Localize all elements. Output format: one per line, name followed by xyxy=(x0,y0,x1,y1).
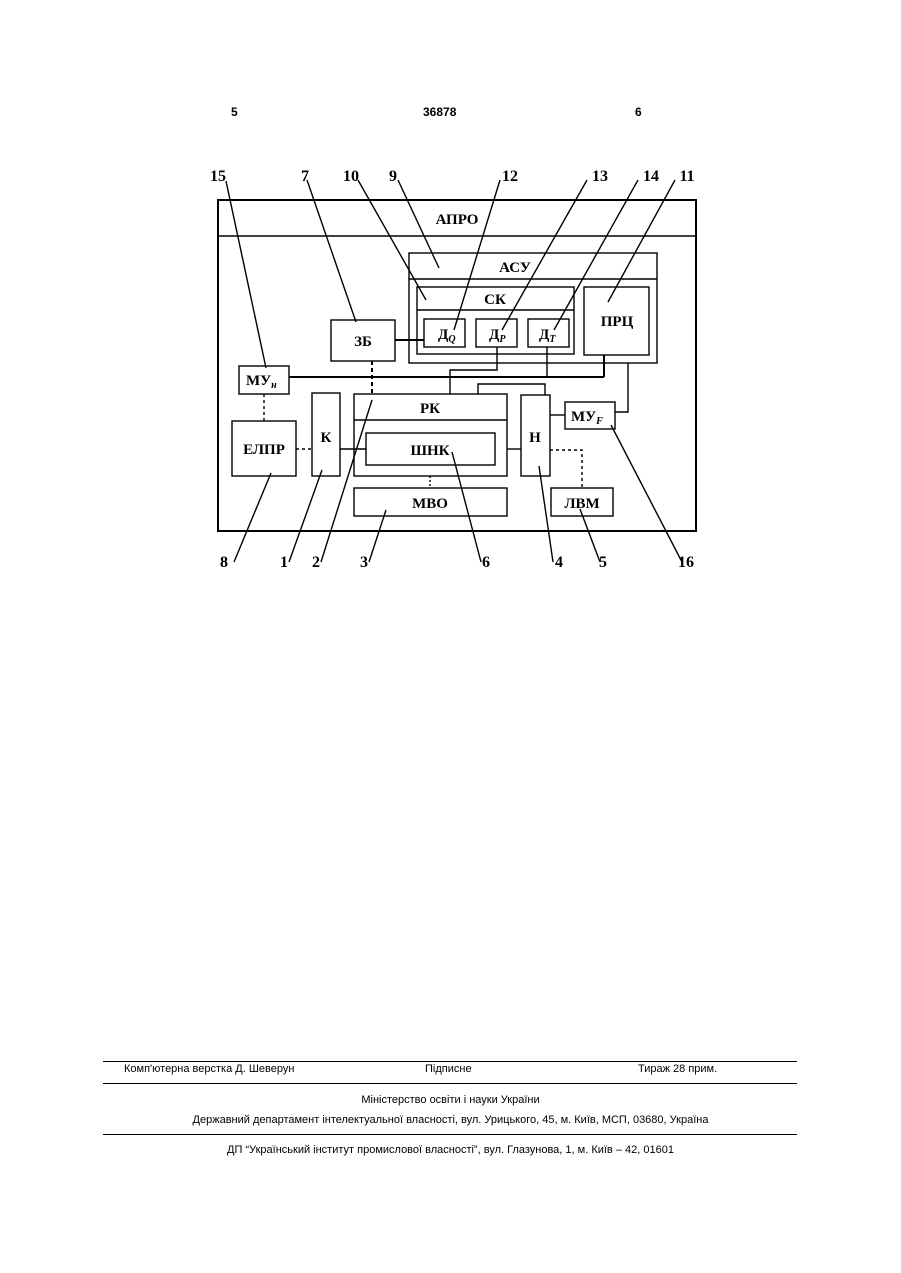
lvm-label: ЛВМ xyxy=(564,496,599,512)
zb-label: ЗБ xyxy=(354,334,372,350)
leader-15 xyxy=(226,181,266,368)
ref-1: 1 xyxy=(280,554,288,571)
ref-11: 11 xyxy=(679,168,694,185)
leader-14 xyxy=(554,180,638,330)
ref-4: 4 xyxy=(555,554,563,571)
leader-16 xyxy=(611,425,682,562)
ref-13: 13 xyxy=(592,168,608,185)
leader-10 xyxy=(358,180,426,300)
circulation-note: Тираж 28 прим. xyxy=(638,1063,717,1075)
leader-7 xyxy=(307,180,356,322)
footer-rule-middle xyxy=(103,1083,797,1084)
footer-rule-top xyxy=(103,1061,797,1062)
link-muf-prc xyxy=(615,363,628,412)
d-q-label: ДQ xyxy=(438,327,456,345)
n-label: Н xyxy=(529,430,541,446)
leader-11 xyxy=(608,180,675,302)
layout-credit: Комп'ютерна верстка Д. Шеверун xyxy=(124,1063,294,1075)
apro-frame xyxy=(218,200,696,531)
leader-1 xyxy=(289,470,322,562)
k-label: К xyxy=(321,430,332,446)
ref-12: 12 xyxy=(502,168,518,185)
shnk-label: ШНК xyxy=(410,443,449,459)
ministry-line: Міністерство освіти і науки України xyxy=(0,1094,901,1106)
leader-9 xyxy=(398,180,439,268)
ref-3: 3 xyxy=(360,554,368,571)
ref-7: 7 xyxy=(301,168,309,185)
leader-3 xyxy=(369,510,386,562)
institute-line: ДП “Український інститут промислової вла… xyxy=(0,1144,901,1156)
footer-rule-bottom xyxy=(103,1134,797,1135)
mu-n-label: МУн xyxy=(246,373,277,391)
leader-8 xyxy=(234,473,271,562)
link-n-lvm xyxy=(550,450,582,488)
ref-9: 9 xyxy=(389,168,397,185)
mvo-label: МВО xyxy=(412,496,448,512)
asu-label: АСУ xyxy=(499,260,531,276)
department-line: Державний департамент інтелектуальної вл… xyxy=(0,1114,901,1126)
ref-5: 5 xyxy=(599,554,607,571)
elpr-label: ЕЛПР xyxy=(243,442,285,458)
sk-label: СК xyxy=(484,292,506,308)
signed-note: Підписне xyxy=(425,1063,472,1075)
ref-8: 8 xyxy=(220,554,228,571)
ref-2: 2 xyxy=(312,554,320,571)
ref-6: 6 xyxy=(482,554,490,571)
d-p-label: ДP xyxy=(489,327,506,345)
rk-label: РК xyxy=(420,401,440,417)
apro-label: АПРО xyxy=(436,212,479,228)
ref-15: 15 xyxy=(210,168,226,185)
leader-6 xyxy=(452,452,481,562)
leader-5 xyxy=(580,509,600,562)
ref-16: 16 xyxy=(678,554,694,571)
block-diagram: АПРО АСУ СК ДQ ДP ДT ПРЦ ЗБ МУн МУF ЕЛПР… xyxy=(0,0,901,600)
mu-f-label: МУF xyxy=(571,409,603,427)
ref-14: 14 xyxy=(643,168,659,185)
prc-label: ПРЦ xyxy=(601,314,634,330)
leader-2 xyxy=(321,400,372,562)
ref-10: 10 xyxy=(343,168,359,185)
